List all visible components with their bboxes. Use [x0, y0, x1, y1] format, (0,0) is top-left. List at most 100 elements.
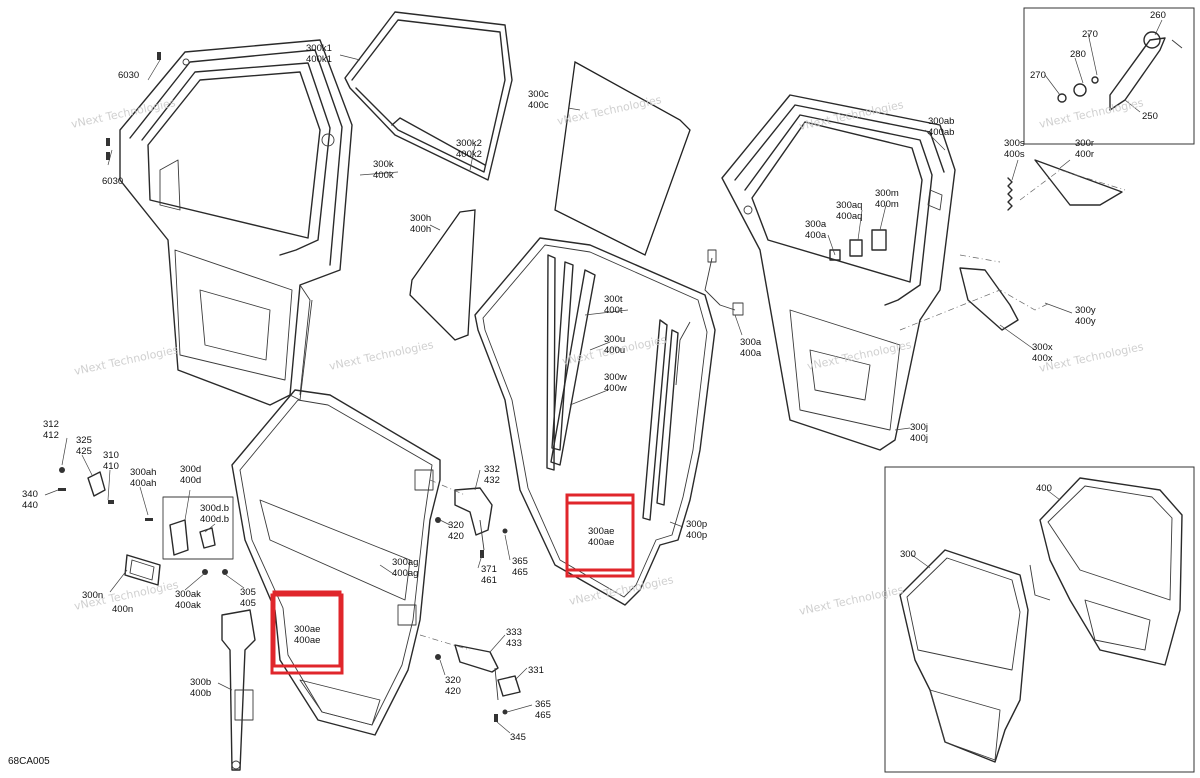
- glass-panel-300c: [554, 60, 691, 256]
- highlight-box-300ae-left-overlap: [272, 590, 342, 668]
- svg-text:400: 400: [1036, 483, 1052, 494]
- svg-text:400d.b: 400d.b: [200, 514, 229, 525]
- svg-text:400aq: 400aq: [836, 211, 862, 222]
- svg-text:340: 340: [22, 489, 38, 500]
- svg-text:345: 345: [510, 732, 526, 743]
- bracket-300r: [1034, 159, 1123, 206]
- svg-text:250: 250: [1142, 111, 1158, 122]
- svg-text:461: 461: [481, 575, 497, 586]
- svg-text:300p: 300p: [686, 519, 707, 530]
- svg-text:440: 440: [22, 500, 38, 511]
- svg-text:300d.b: 300d.b: [200, 503, 229, 514]
- svg-text:400ae: 400ae: [588, 537, 614, 548]
- svg-text:371: 371: [481, 564, 497, 575]
- svg-text:420: 420: [445, 686, 461, 697]
- svg-text:300: 300: [900, 549, 916, 560]
- svg-text:vNext Technologies: vNext Technologies: [798, 98, 905, 133]
- svg-text:260: 260: [1150, 10, 1166, 21]
- svg-text:420: 420: [448, 531, 464, 542]
- svg-text:300ab: 300ab: [928, 116, 954, 127]
- svg-text:300s: 300s: [1004, 138, 1025, 149]
- svg-text:300aq: 300aq: [836, 200, 862, 211]
- svg-text:vNext Technologies: vNext Technologies: [73, 343, 180, 378]
- svg-text:465: 465: [535, 710, 551, 721]
- svg-text:312: 312: [43, 419, 59, 430]
- svg-text:400w: 400w: [604, 383, 627, 394]
- svg-text:6030: 6030: [102, 176, 123, 187]
- svg-text:405: 405: [240, 598, 256, 609]
- svg-text:300h: 300h: [410, 213, 431, 224]
- svg-text:400ah: 400ah: [130, 478, 156, 489]
- svg-text:300ae: 300ae: [588, 526, 614, 537]
- handle-knob-assembly: [829, 229, 887, 261]
- svg-text:400n: 400n: [112, 604, 133, 615]
- svg-text:400m: 400m: [875, 199, 899, 210]
- svg-text:400p: 400p: [686, 530, 707, 541]
- svg-text:400h: 400h: [410, 224, 431, 235]
- svg-text:vNext Technologies: vNext Technologies: [806, 338, 913, 373]
- svg-text:270: 270: [1082, 29, 1098, 40]
- svg-text:300a: 300a: [740, 337, 762, 348]
- svg-text:300k: 300k: [373, 159, 394, 170]
- svg-text:325: 325: [76, 435, 92, 446]
- inset-box-assembled-doors: [884, 466, 1195, 773]
- svg-text:400b: 400b: [190, 688, 211, 699]
- part-labels: 6030 6030 300k1 400k1 300k2 400k2 300k 4…: [8, 10, 1166, 767]
- svg-text:300x: 300x: [1032, 342, 1053, 353]
- svg-text:433: 433: [506, 638, 522, 649]
- svg-text:400k1: 400k1: [306, 54, 332, 65]
- svg-text:310: 310: [103, 450, 119, 461]
- screw-6030-bottom: [106, 138, 113, 166]
- svg-text:6030: 6030: [118, 70, 139, 81]
- svg-text:300ae: 300ae: [294, 624, 320, 635]
- svg-text:300w: 300w: [604, 372, 627, 383]
- svg-text:300t: 300t: [604, 294, 623, 305]
- svg-text:300j: 300j: [910, 422, 928, 433]
- svg-text:300c: 300c: [528, 89, 549, 100]
- svg-text:400k: 400k: [373, 170, 394, 181]
- svg-text:300r: 300r: [1075, 138, 1094, 149]
- svg-text:400ae: 400ae: [294, 635, 320, 646]
- hinge-bracket-332: [454, 487, 493, 551]
- svg-text:300a: 300a: [805, 219, 827, 230]
- svg-text:400y: 400y: [1075, 316, 1096, 327]
- svg-text:333: 333: [506, 627, 522, 638]
- svg-text:vNext Technologies: vNext Technologies: [1038, 340, 1145, 375]
- svg-text:300ah: 300ah: [130, 467, 156, 478]
- svg-text:332: 332: [484, 464, 500, 475]
- hinge-plate-331: [497, 675, 521, 697]
- lower-door-frame: [231, 389, 441, 736]
- svg-text:400s: 400s: [1004, 149, 1025, 160]
- channel-strip-300u: [550, 269, 596, 466]
- window-seal-300p: [474, 237, 716, 606]
- small-hardware-left: [58, 467, 228, 575]
- svg-text:400a: 400a: [805, 230, 827, 241]
- svg-text:331: 331: [528, 665, 544, 676]
- svg-text:400j: 400j: [910, 433, 928, 444]
- regulator-300b: [221, 609, 256, 771]
- svg-text:300ag: 300ag: [392, 557, 418, 568]
- svg-text:vNext Technologies: vNext Technologies: [328, 338, 435, 373]
- svg-text:400ag: 400ag: [392, 568, 418, 579]
- highlight-box-300ae-center-overlap: [565, 501, 635, 578]
- svg-text:300m: 300m: [875, 188, 899, 199]
- svg-text:270: 270: [1030, 70, 1046, 81]
- diagram-code: 68CA005: [8, 756, 50, 767]
- svg-text:320: 320: [445, 675, 461, 686]
- svg-text:425: 425: [76, 446, 92, 457]
- svg-text:320: 320: [448, 520, 464, 531]
- svg-text:400u: 400u: [604, 345, 625, 356]
- svg-text:300k2: 300k2: [456, 138, 482, 149]
- leader-lines: [44, 19, 1163, 734]
- svg-text:432: 432: [484, 475, 500, 486]
- svg-text:300n: 300n: [82, 590, 103, 601]
- svg-text:300y: 300y: [1075, 305, 1096, 316]
- channel-strip-300t: [546, 254, 574, 471]
- top-glass-seal: [344, 11, 513, 181]
- svg-text:305: 305: [240, 587, 256, 598]
- svg-text:410: 410: [103, 461, 119, 472]
- svg-text:400c: 400c: [528, 100, 549, 111]
- right-door-frame: [721, 94, 956, 451]
- svg-text:365: 365: [535, 699, 551, 710]
